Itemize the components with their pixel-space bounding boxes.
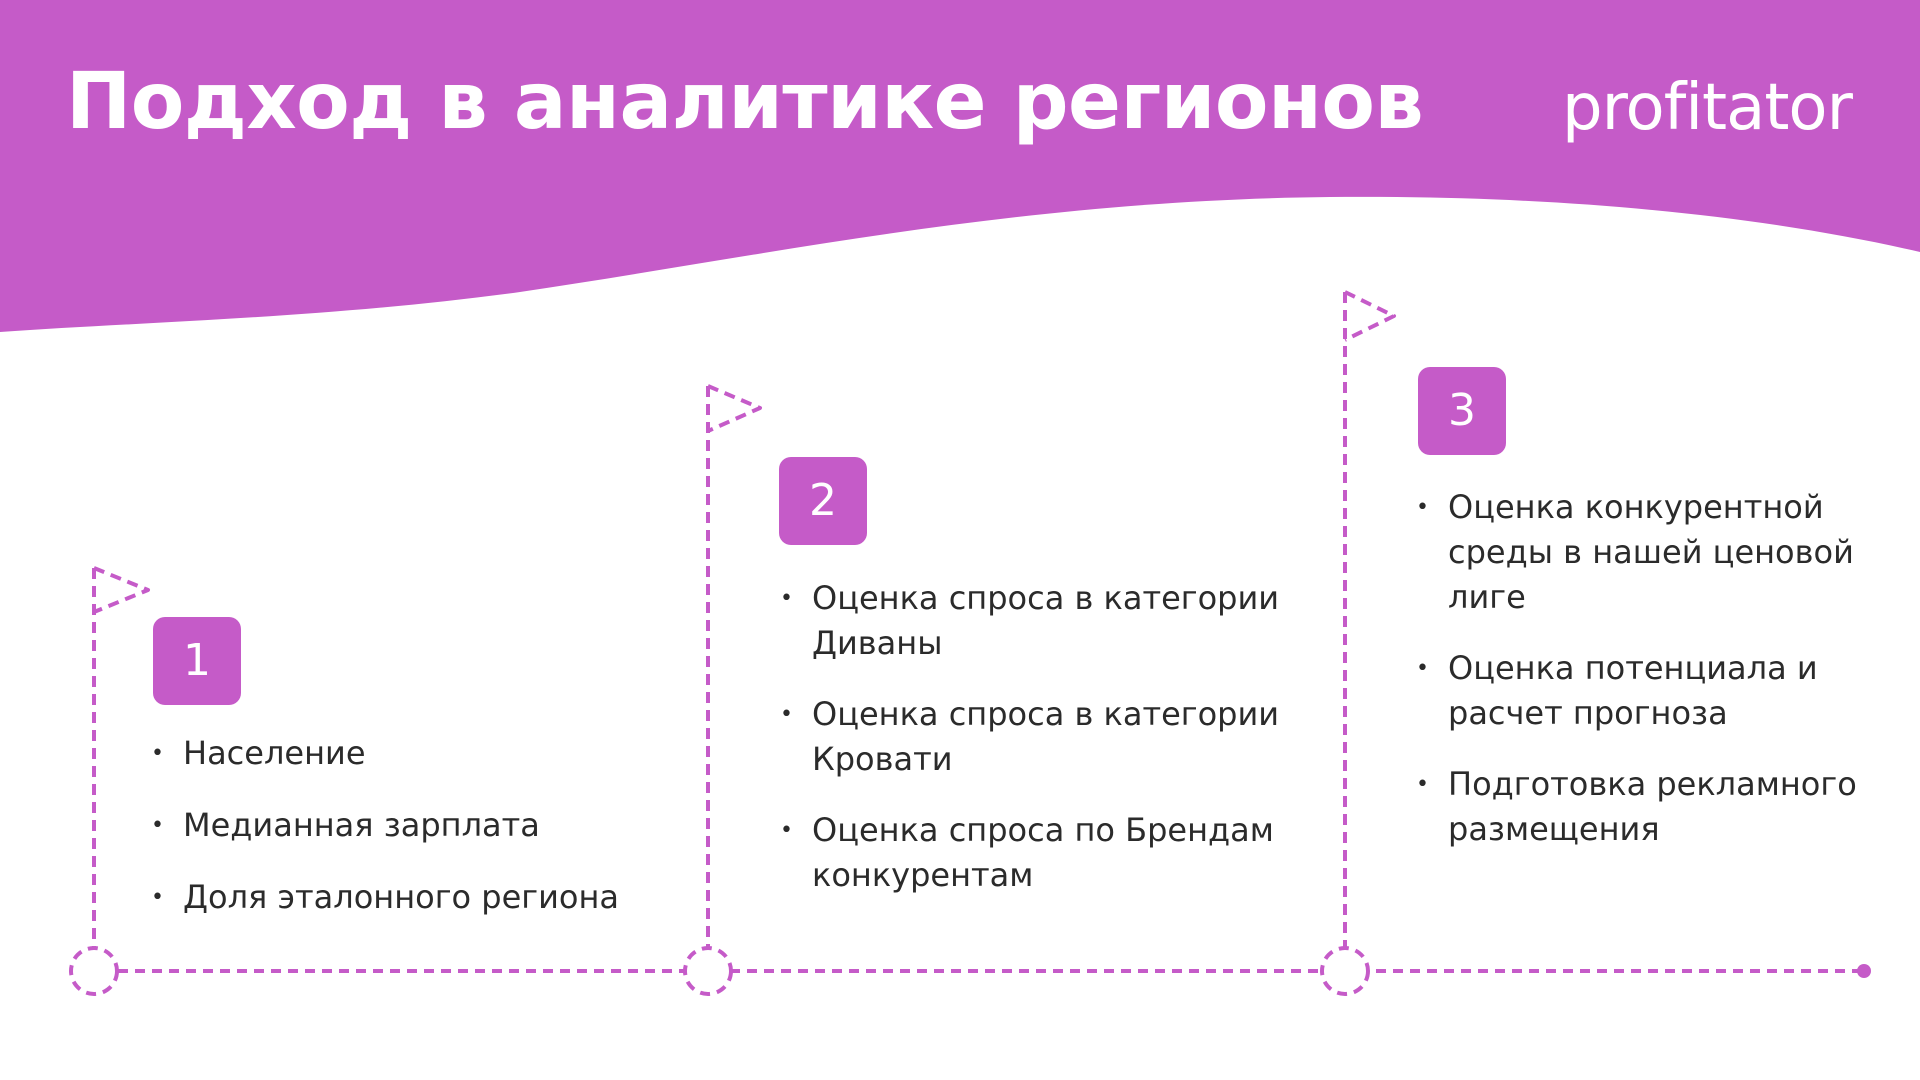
- header-wave-background: [0, 0, 1920, 332]
- milestone-2: [683, 384, 762, 996]
- milestone-3: [1320, 290, 1396, 996]
- milestone-circle-icon: [683, 946, 733, 996]
- flag-outline-icon: [707, 384, 762, 433]
- list-item: Доля эталонного региона: [147, 875, 667, 920]
- list-item: Оценка потенциала и расчет прогноза: [1412, 646, 1892, 736]
- flag-outline-icon: [1344, 290, 1396, 342]
- milestone-circle-icon: [69, 946, 119, 996]
- list-item: Население: [147, 731, 667, 776]
- milestone-1: [69, 566, 150, 996]
- step-2-badge: 2: [779, 457, 867, 545]
- step-2-list: Оценка спроса в категории Диваны Оценка …: [776, 576, 1336, 924]
- list-item: Оценка конкурентной среды в нашей ценово…: [1412, 485, 1892, 620]
- list-item: Медианная зарплата: [147, 803, 667, 848]
- step-1-list: Население Медианная зарплата Доля эталон…: [147, 731, 667, 947]
- list-item: Оценка спроса по Брендам конкурентам: [776, 808, 1336, 898]
- step-3-list: Оценка конкурентной среды в нашей ценово…: [1412, 485, 1892, 878]
- page-title: Подход в аналитике регионов: [66, 57, 1424, 147]
- list-item: Подготовка рекламного размещения: [1412, 762, 1892, 852]
- brand-logo: profitator: [1562, 71, 1853, 145]
- list-item: Оценка спроса в категории Диваны: [776, 576, 1336, 666]
- step-3-badge: 3: [1418, 367, 1506, 455]
- step-1-badge: 1: [153, 617, 241, 705]
- milestone-circle-icon: [1320, 946, 1370, 996]
- flag-outline-icon: [93, 566, 150, 614]
- list-item: Оценка спроса в категории Кровати: [776, 692, 1336, 782]
- timeline-end-dot: [1857, 964, 1871, 978]
